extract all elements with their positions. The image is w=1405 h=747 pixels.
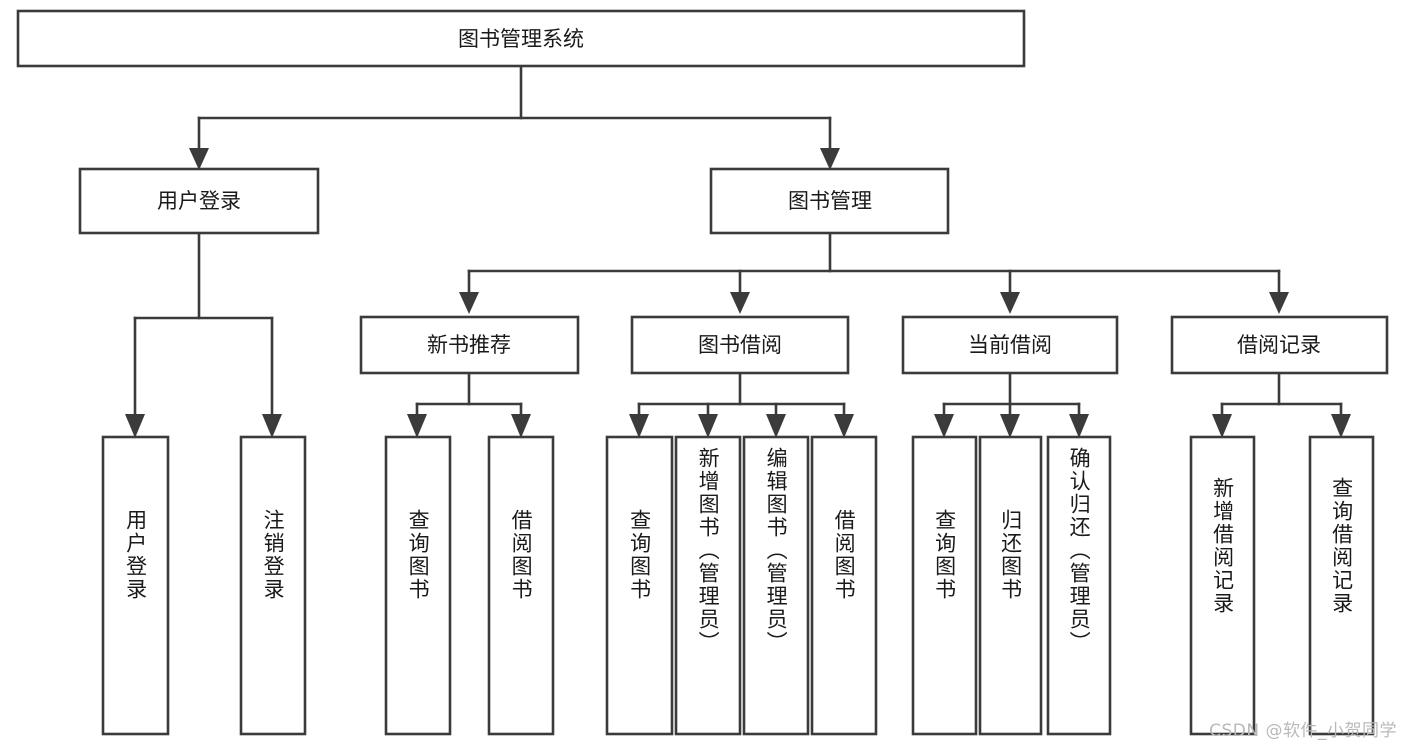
leaf-box-borrow-record-1[interactable] <box>1189 435 1256 736</box>
arrow-icon-current-borrow-leaf-2 <box>1000 414 1020 438</box>
leaf-box-new-book-1[interactable] <box>384 435 452 736</box>
leaf-box-new-book-2[interactable] <box>487 435 555 736</box>
leaf-box-current-borrow-3[interactable] <box>1046 435 1112 736</box>
arrow-icon-new-book-leaf-1 <box>407 414 427 438</box>
node-root-box[interactable] <box>16 9 1026 68</box>
node-book-mgmt-label: 图书管理 <box>788 189 872 213</box>
leaf-box-book-borrow-1[interactable] <box>605 435 674 736</box>
leaf-box-current-borrow-1[interactable] <box>911 435 978 736</box>
node-user-login-label: 用户登录 <box>157 189 241 213</box>
node-borrow-record-label: 借阅记录 <box>1237 333 1321 357</box>
arrow-icon-current-borrow-leaf-1 <box>934 414 954 438</box>
watermark-label: CSDN @软件_小贺同学 <box>1209 721 1397 741</box>
arrow-icon-borrow-record-leaf-1 <box>1212 414 1232 438</box>
node-user-login-box[interactable] <box>78 167 320 235</box>
arrow-icon-book-borrow-leaf-4 <box>834 414 854 438</box>
arrow-icon-to-book-mgmt <box>820 148 840 170</box>
node-root-label: 图书管理系统 <box>458 27 584 51</box>
node-borrow-record-box[interactable] <box>1170 315 1389 375</box>
nodes-layer: 图书管理系统 用户登录 图书管理 新书推荐 图书借阅 当前借阅 借阅记录 <box>16 9 1389 736</box>
leaf-box-user-login-2[interactable] <box>239 435 307 736</box>
arrow-icon-to-new-book <box>459 292 479 314</box>
leaf-box-current-borrow-2[interactable] <box>978 435 1043 736</box>
leaf-box-borrow-record-2[interactable] <box>1308 435 1375 736</box>
node-book-borrow-label: 图书借阅 <box>698 333 782 357</box>
leaf-box-book-borrow-2[interactable] <box>674 435 742 736</box>
arrow-icon-book-borrow-leaf-1 <box>629 414 649 438</box>
leaf-box-book-borrow-4[interactable] <box>810 435 878 736</box>
node-book-borrow-box[interactable] <box>630 315 850 375</box>
arrow-icon-to-borrow-record <box>1269 292 1289 314</box>
arrow-icon-to-user-login <box>189 148 209 170</box>
leaf-box-user-login-1[interactable] <box>101 435 170 736</box>
node-new-book-label: 新书推荐 <box>427 333 511 357</box>
arrow-icon-to-book-borrow <box>730 292 750 314</box>
node-book-mgmt-box[interactable] <box>709 167 950 235</box>
arrowheads-layer <box>125 148 1351 438</box>
arrow-icon-to-current-borrow <box>1000 292 1020 314</box>
node-new-book-box[interactable] <box>359 315 580 375</box>
node-current-borrow-label: 当前借阅 <box>968 333 1052 357</box>
arrow-icon-new-book-leaf-2 <box>511 414 531 438</box>
arrow-icon-borrow-record-leaf-2 <box>1331 414 1351 438</box>
arrow-icon-user-login-leaf-1 <box>125 414 145 438</box>
arrow-icon-book-borrow-leaf-2 <box>698 414 718 438</box>
arrow-icon-book-borrow-leaf-3 <box>766 414 786 438</box>
arrow-icon-current-borrow-leaf-3 <box>1069 414 1089 438</box>
leaf-box-book-borrow-3[interactable] <box>742 435 810 736</box>
node-current-borrow-box[interactable] <box>901 315 1119 375</box>
arrow-icon-user-login-leaf-2 <box>262 414 282 438</box>
